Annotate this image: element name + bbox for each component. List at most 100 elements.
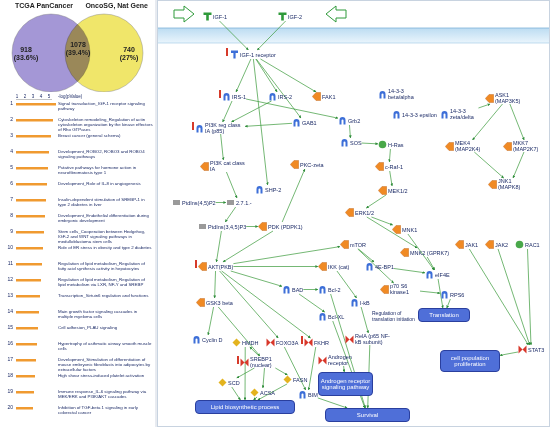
row-number: 16 xyxy=(1,341,13,346)
extracellular-arrow xyxy=(326,6,346,22)
node-label: RelA (p65 NF-kB subunit) xyxy=(355,333,395,345)
node-icon xyxy=(365,262,374,271)
signal-arrow xyxy=(284,347,305,390)
pathway-name: Cell adhesion_PLAU signaling xyxy=(58,325,153,330)
node-icon xyxy=(278,12,287,21)
signal-arrow xyxy=(222,271,311,338)
node-icon xyxy=(318,262,327,271)
signal-arrow xyxy=(358,249,374,262)
bar xyxy=(16,263,42,266)
node-label: SOS xyxy=(350,140,362,146)
membrane-edge xyxy=(158,28,549,29)
gtpase-node: RAC1 xyxy=(515,240,540,249)
node-icon xyxy=(455,240,464,249)
bar-group xyxy=(16,103,56,410)
protein-node: IRS-2 xyxy=(268,92,292,101)
node-label: SHP-2 xyxy=(265,187,281,193)
node-icon xyxy=(196,298,205,307)
node-icon xyxy=(298,390,307,399)
node-icon xyxy=(378,140,387,149)
node-icon xyxy=(440,110,449,119)
signal-arrow xyxy=(218,307,260,356)
node-icon xyxy=(375,162,384,171)
pathway-name: Regulation of lipid metabolism_Regulatio… xyxy=(58,261,153,271)
node-label: STAT3 xyxy=(528,347,544,353)
icon-shape xyxy=(345,209,353,217)
row-number: 5 xyxy=(1,165,13,170)
signal-arrow xyxy=(473,104,503,140)
row-number: 6 xyxy=(1,181,13,186)
node-label: PDK (PDPK1) xyxy=(268,224,303,230)
process-box: Androgen receptor signaling pathway xyxy=(318,372,373,396)
node-icon xyxy=(250,388,259,397)
data-marker xyxy=(192,122,194,130)
node-icon xyxy=(318,312,327,321)
pathway-name: Main growth factor signaling cascades in… xyxy=(58,309,153,319)
node-label: ACSA xyxy=(260,390,275,396)
icon-shape xyxy=(503,142,511,150)
protein-node: 14-3-3 zeta/delta xyxy=(440,108,482,120)
bar xyxy=(16,103,56,106)
kinase-node: c-Raf-1 xyxy=(375,162,403,171)
signal-arrow xyxy=(220,21,249,50)
process-box: Translation xyxy=(418,308,470,322)
icon-shape xyxy=(300,391,306,399)
protein-node: I-kB xyxy=(350,298,370,307)
row-number: 17 xyxy=(1,357,13,362)
node-icon xyxy=(232,338,241,347)
signal-arrow xyxy=(237,368,255,378)
icon-shape xyxy=(320,286,326,294)
process-label: Androgen receptor signaling pathway xyxy=(319,378,372,391)
signal-arrow xyxy=(447,299,451,308)
icon-shape xyxy=(340,117,346,125)
signal-arrow xyxy=(257,21,285,50)
icon-shape xyxy=(173,200,180,205)
bar xyxy=(16,407,33,410)
row-number: 7 xyxy=(1,197,13,202)
signal-arrow xyxy=(236,59,251,92)
venn-count: 1078 (39.4%) xyxy=(64,41,92,57)
node-label: PKC-zeta xyxy=(300,162,324,168)
node-label: Cyclin D xyxy=(202,337,222,343)
signal-arrow xyxy=(223,231,273,262)
transcription-factor-node: FOXO3A xyxy=(266,338,298,347)
row-number: 9 xyxy=(1,229,13,234)
signal-arrow xyxy=(366,195,386,208)
node-label: MNK1 xyxy=(402,227,417,233)
node-label: PI3K cat class IA xyxy=(210,160,248,172)
row-number: 18 xyxy=(1,373,13,378)
pathway-name: Cytoskeleton remodeling_Regulation of ac… xyxy=(58,117,153,132)
icon-shape xyxy=(375,163,383,171)
pathway-name: Development_ROBO2, ROBO3 and ROBO4 signa… xyxy=(58,149,153,159)
signal-arrow xyxy=(299,294,325,312)
icon-shape xyxy=(270,93,276,101)
signal-arrow xyxy=(245,123,292,126)
signal-arrow xyxy=(258,384,287,400)
signal-arrow xyxy=(216,231,221,262)
node-icon xyxy=(292,118,301,127)
protein-node: Bcl-XL xyxy=(318,312,344,321)
process-label: Lipid biosynthetic process xyxy=(211,404,280,411)
row-number: 19 xyxy=(1,389,13,394)
data-marker xyxy=(301,336,303,344)
icon-shape xyxy=(392,226,400,234)
data-marker xyxy=(195,260,197,268)
pathway-name: Development_Stimulation of differentiati… xyxy=(58,357,153,372)
icon-shape xyxy=(519,346,527,354)
node-icon xyxy=(485,240,494,249)
icon-shape xyxy=(378,187,386,195)
node-label: PI3K reg class IA (p85) xyxy=(205,122,245,134)
signal-arrow xyxy=(389,149,390,162)
node-label: GSK3 beta xyxy=(206,300,233,306)
pathway-name: Immune response_IL-6 signaling pathway v… xyxy=(58,389,153,399)
node-icon xyxy=(318,285,327,294)
protein-node: Grb2 xyxy=(338,116,360,125)
icon-shape xyxy=(442,111,448,119)
icon-shape xyxy=(284,376,292,384)
transcription-factor-node: RelA (p65 NF-kB subunit) xyxy=(345,333,395,345)
protein-node: PI3K reg class IA (p85) xyxy=(195,122,245,134)
icon-shape xyxy=(488,180,496,188)
kinase-node: ERK1/2 xyxy=(345,208,374,217)
icon-shape xyxy=(251,389,259,397)
